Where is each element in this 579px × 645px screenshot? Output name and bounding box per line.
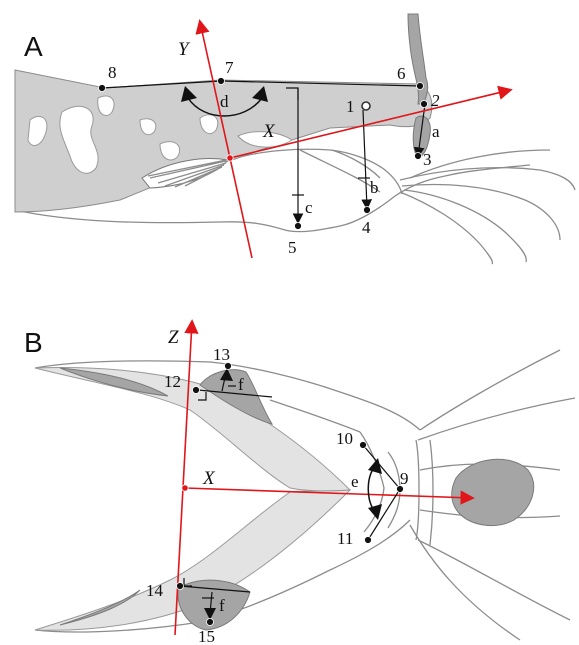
landmark-14 xyxy=(177,583,184,590)
landmark-15-label: 15 xyxy=(198,627,215,645)
landmark-2-label: 2 xyxy=(431,91,440,110)
angle-d-label: d xyxy=(220,92,229,111)
z-axis-label-b: Z xyxy=(168,327,179,348)
landmark-8 xyxy=(99,85,106,92)
panel-a-label: A xyxy=(24,31,43,62)
panel-b: B Z xyxy=(24,322,575,645)
landmark-11-label: 11 xyxy=(337,529,353,548)
landmark-4 xyxy=(364,207,371,214)
angle-e-arrow-bottom xyxy=(368,504,382,520)
blotch-a3 xyxy=(98,96,114,116)
panel-a: A xyxy=(15,14,575,264)
angle-e-label: e xyxy=(351,472,359,491)
landmark-14-label: 14 xyxy=(146,581,164,600)
panel-b-label: B xyxy=(24,327,43,358)
landmark-2 xyxy=(421,101,428,108)
landmark-12 xyxy=(193,387,200,394)
landmark-4-label: 4 xyxy=(362,218,371,237)
right-dark-blob xyxy=(452,459,534,525)
lip-line-a xyxy=(332,150,380,178)
landmark-5-label: 5 xyxy=(288,238,297,257)
landmark-5 xyxy=(295,223,302,230)
landmark-10-label: 10 xyxy=(336,429,353,448)
landmark-8-label: 8 xyxy=(108,63,117,82)
landmark-13-label: 13 xyxy=(213,345,230,364)
axis-origin-a xyxy=(227,155,233,161)
measure-c-label: c xyxy=(305,198,313,217)
landmark-1-label: 1 xyxy=(346,97,355,116)
landmark-7-label: 7 xyxy=(225,58,234,77)
measure-f-lower-label: f xyxy=(219,596,225,615)
y-axis-label-a: Y xyxy=(178,39,191,60)
landmark-6 xyxy=(417,83,424,90)
measure-f-upper-label: f xyxy=(238,375,244,394)
measure-b-label: b xyxy=(370,178,379,197)
measure-a-label: a xyxy=(432,122,440,141)
x-axis-label-a: X xyxy=(262,121,276,142)
landmark-10 xyxy=(360,442,367,449)
upper-arm-b xyxy=(35,368,350,491)
eye-ring-1 xyxy=(362,102,370,110)
landmark-12-label: 12 xyxy=(164,372,181,391)
landmark-7 xyxy=(218,78,225,85)
landmark-6-label: 6 xyxy=(397,64,406,83)
jaw-line-a xyxy=(300,150,380,192)
landmark-9-label: 9 xyxy=(400,469,409,488)
eye-region-lower xyxy=(178,580,250,630)
x-axis-label-b: X xyxy=(202,468,216,489)
axis-origin-b xyxy=(182,485,188,491)
landmark-3-label: 3 xyxy=(423,150,432,169)
landmark-15 xyxy=(207,619,214,626)
landmark-11 xyxy=(365,537,372,544)
angle-e-arc xyxy=(368,466,375,512)
landmark-3 xyxy=(415,153,422,160)
